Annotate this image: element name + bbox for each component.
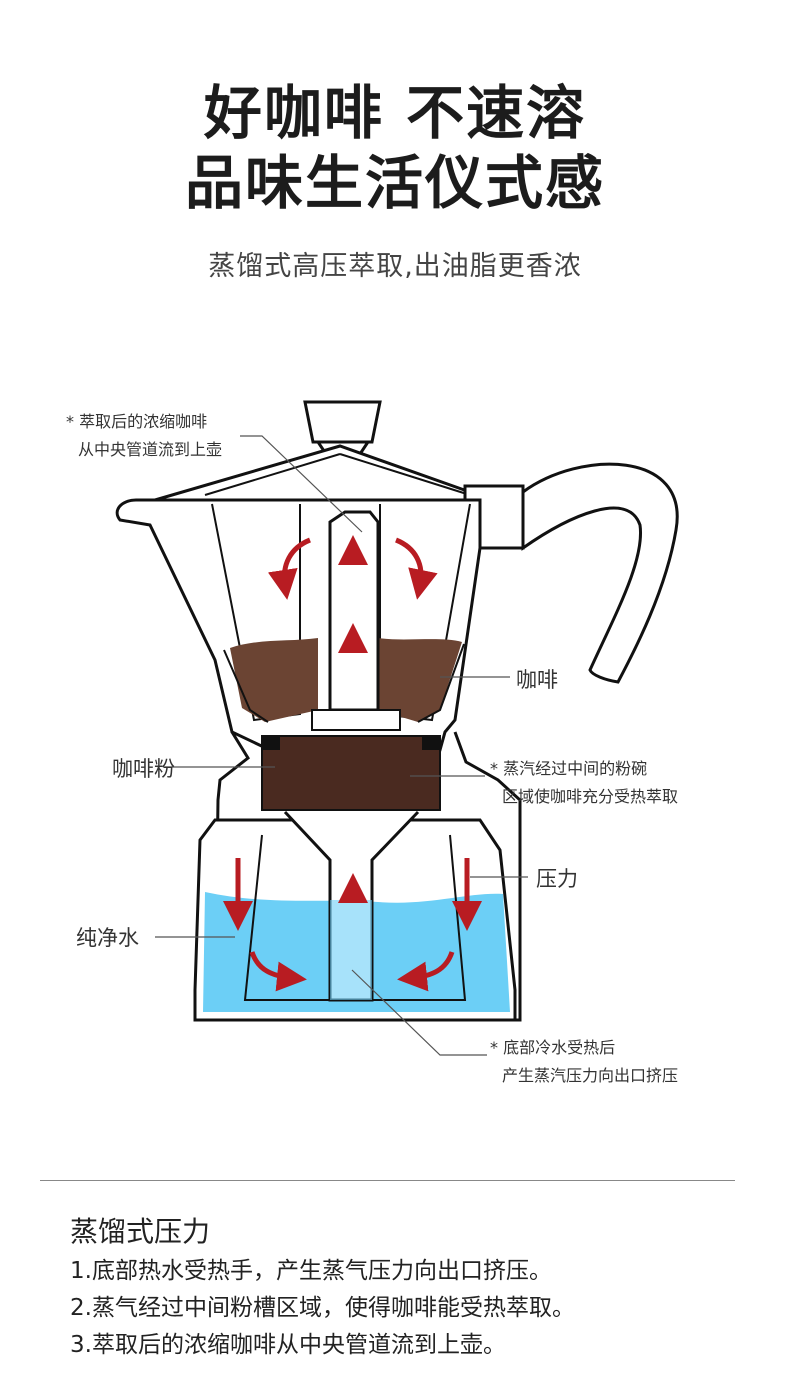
callout-cold-water-line2: 产生蒸汽压力向出口挤压 <box>502 1066 679 1085</box>
callout-steam-powder-line1: * 蒸汽经过中间的粉碗 <box>490 759 648 778</box>
section-divider <box>40 1180 735 1181</box>
callout-steam-powder: * 蒸汽经过中间的粉碗 区域使咖啡充分受热萃取 <box>490 755 678 811</box>
step-item: 3.萃取后的浓缩咖啡从中央管道流到上壶。 <box>70 1332 506 1358</box>
moka-pot-illustration <box>115 400 679 1056</box>
pot-handle <box>463 462 679 684</box>
label-coffee-powder: 咖啡粉 <box>112 757 175 781</box>
upper-chamber <box>115 498 482 752</box>
section-title: 蒸馏式压力 <box>70 1215 211 1248</box>
callout-extracted-coffee: * 萃取后的浓缩咖啡 从中央管道流到上壶 <box>66 408 222 464</box>
step-item: 2.蒸气经过中间粉槽区域，使得咖啡能受热萃取。 <box>70 1295 575 1321</box>
callout-extracted-coffee-line2: 从中央管道流到上壶 <box>78 440 223 459</box>
callout-extracted-coffee-line1: * 萃取后的浓缩咖啡 <box>66 412 208 431</box>
label-pressure: 压力 <box>536 867 578 891</box>
headline-line-2: 品味生活仪式感 <box>184 149 605 217</box>
label-pure-water: 纯净水 <box>76 926 139 950</box>
moka-pot-diagram: * 萃取后的浓缩咖啡 从中央管道流到上壶 * 蒸汽经过中间的粉碗 区域使咖啡充分… <box>0 380 790 1120</box>
callout-cold-water: * 底部冷水受热后 产生蒸汽压力向出口挤压 <box>490 1034 678 1090</box>
steam-arrows <box>223 535 482 992</box>
waist-and-filter <box>213 731 522 1022</box>
label-coffee: 咖啡 <box>516 668 558 692</box>
callout-steam-powder-line2: 区域使咖啡充分受热萃取 <box>502 787 679 806</box>
callout-cold-water-line1: * 底部冷水受热后 <box>490 1038 616 1057</box>
step-item: 1.底部热水受热手，产生蒸气压力向出口挤压。 <box>70 1258 552 1284</box>
headline-line-1: 好咖啡 不速溶 <box>203 79 587 147</box>
steps-list: 1.底部热水受热手，产生蒸气压力向出口挤压。 2.蒸气经过中间粉槽区域，使得咖啡… <box>70 1253 575 1364</box>
subtitle: 蒸馏式高压萃取,出油脂更香浓 <box>208 251 582 282</box>
leader-lines <box>155 435 528 1056</box>
